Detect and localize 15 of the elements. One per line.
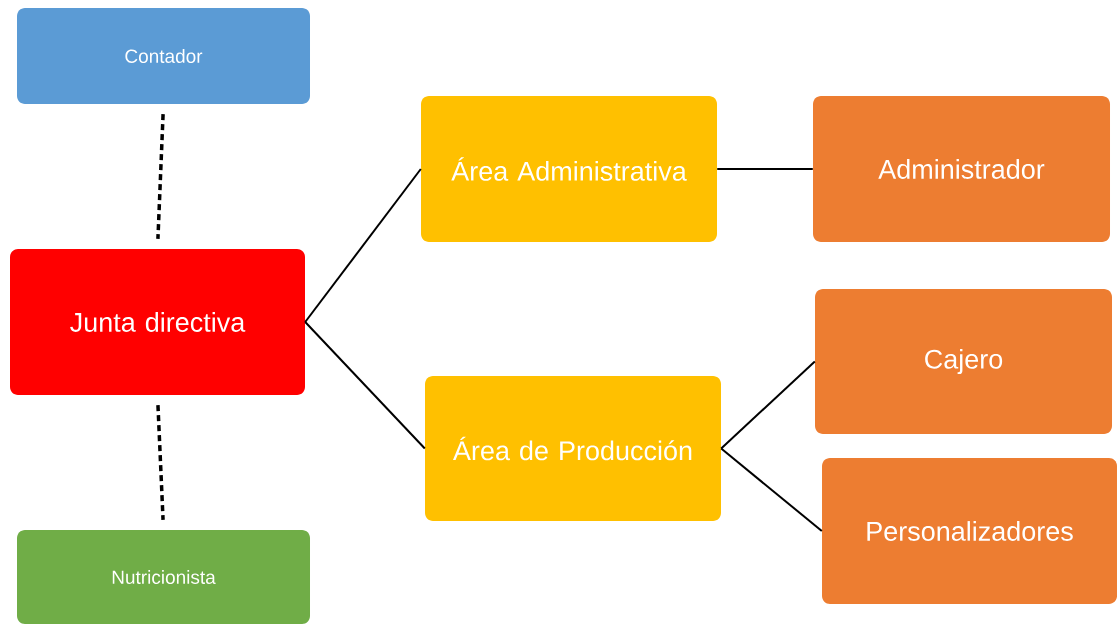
dashed-connector [156, 405, 165, 520]
connector-line [304, 168, 422, 323]
role-box: Personalizadores [822, 458, 1117, 604]
role-box: Cajero [815, 289, 1112, 434]
connector-line [716, 168, 814, 170]
area-box: Área Administrativa [421, 96, 717, 242]
connector-line [304, 321, 426, 450]
connector-line [720, 360, 816, 450]
role-box: Administrador [813, 96, 1110, 242]
area-box: Área de Producción [425, 376, 721, 521]
board-box: Junta directiva [10, 249, 305, 395]
role-box: Contador [17, 8, 310, 104]
dashed-connector [156, 114, 165, 239]
connector-line [720, 447, 823, 532]
role-box: Nutricionista [17, 530, 310, 624]
